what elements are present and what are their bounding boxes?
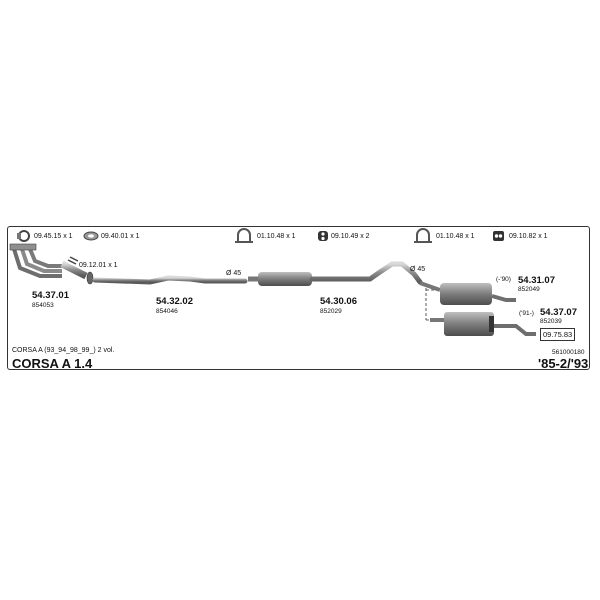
accessory-code-box: 09.75.83	[540, 328, 576, 341]
part-label: 09.10.49 x 2	[331, 233, 370, 240]
component-ref: 852039	[540, 318, 562, 325]
component-code: 54.32.02	[156, 296, 193, 307]
hanger-icon	[493, 231, 504, 241]
part-label: 09.12.01 x 1	[79, 262, 118, 269]
component-ref: 852049	[518, 286, 540, 293]
diagram-frame	[7, 226, 590, 370]
component-ref: 854046	[156, 308, 178, 315]
rubber-mount-icon	[318, 231, 328, 241]
u-clamp-icon	[235, 228, 253, 243]
spring-bolt-icon	[67, 256, 79, 265]
gasket-icon	[83, 231, 99, 241]
component-code: 54.37.07	[540, 307, 577, 318]
period-label: ('91-)	[519, 310, 534, 317]
u-clamp-icon	[414, 228, 432, 243]
part-label: 09.10.82 x 1	[509, 233, 548, 240]
front-pipe-shape	[92, 275, 248, 285]
rear-silencer-a-shape	[419, 281, 516, 305]
component-code: 54.37.01	[32, 290, 69, 301]
year-range: '85-2/'93	[538, 356, 589, 371]
manifold-shape	[9, 243, 88, 280]
variant-note: CORSA A (93_94_98_99_) 2 vol.	[12, 347, 115, 354]
part-label: 09.40.01 x 1	[101, 233, 140, 240]
part-label: 01.10.48 x 1	[257, 233, 296, 240]
rear-silencer-b-shape	[430, 312, 536, 336]
period-label: (-'90)	[496, 276, 511, 283]
diameter-label: Ø 45	[410, 266, 426, 273]
doc-number: 561000180	[552, 349, 585, 356]
component-ref: 854053	[32, 302, 54, 309]
clamp-icon	[17, 230, 30, 242]
part-label: 09.45.15 x 1	[34, 233, 73, 240]
model-title: CORSA A 1.4	[12, 356, 93, 371]
diameter-label: Ø 45	[226, 270, 242, 277]
component-ref: 852029	[320, 308, 342, 315]
flange-gasket-icon	[86, 271, 94, 285]
component-code: 54.31.07	[518, 275, 555, 286]
component-code: 54.30.06	[320, 296, 357, 307]
middle-silencer-shape	[248, 261, 423, 286]
part-label: 01.10.48 x 1	[436, 233, 475, 240]
